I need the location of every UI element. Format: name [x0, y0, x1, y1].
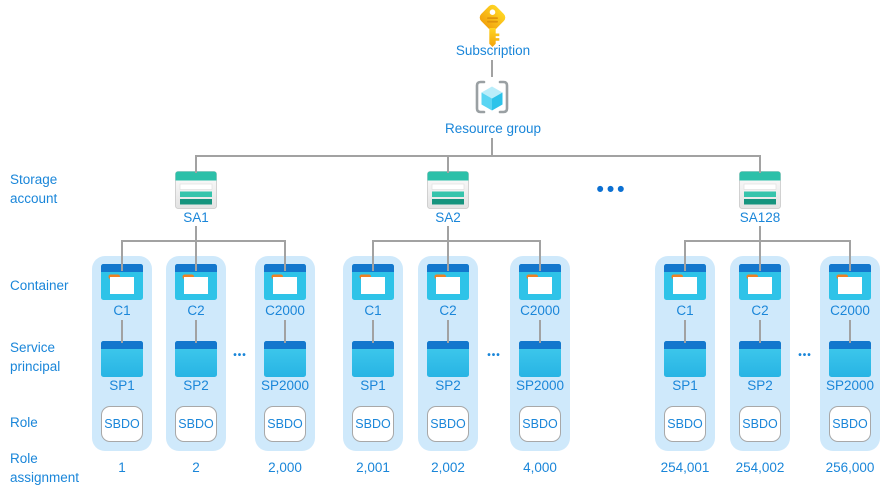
connector-line	[372, 320, 374, 343]
row-label-container: Container	[10, 278, 69, 293]
role-assignment-count: 2,001	[356, 460, 390, 475]
more-containers-ellipsis: •••	[233, 350, 247, 361]
subscription-key-icon	[475, 4, 511, 48]
resource-group-label: Resource group	[444, 121, 542, 136]
service-principal-label: SP2000	[515, 378, 565, 393]
connector-line	[759, 226, 761, 242]
connector-line	[447, 240, 449, 271]
container-label: C2	[439, 303, 457, 318]
service-principal-label: SP2	[435, 378, 461, 393]
storage-account-label: SA128	[739, 210, 781, 225]
role-badge: SBDO	[664, 406, 706, 442]
more-containers-ellipsis: •••	[798, 350, 812, 361]
connector-line	[447, 320, 449, 343]
row-label-service-principal: Service principal	[10, 340, 61, 374]
service-principal-label: SP2000	[825, 378, 875, 393]
role-assignment-count: 2	[192, 460, 200, 475]
service-principal-icon	[264, 341, 306, 377]
connector-line	[372, 240, 374, 271]
connector-line	[539, 240, 541, 271]
service-principal-icon	[427, 341, 469, 377]
role-assignment-count: 4,000	[523, 460, 557, 475]
connector-line	[849, 320, 851, 343]
connector-line	[195, 226, 197, 242]
service-principal-icon	[739, 341, 781, 377]
role-assignment-count: 2,000	[268, 460, 302, 475]
container-label: C1	[364, 303, 382, 318]
connector-line	[685, 240, 850, 242]
container-label: C2000	[265, 303, 305, 318]
connector-line	[849, 240, 851, 271]
role-badge: SBDO	[352, 406, 394, 442]
connector-line	[684, 320, 686, 343]
connector-line	[121, 240, 123, 271]
row-label-role: Role	[10, 415, 38, 430]
service-principal-label: SP2	[747, 378, 773, 393]
role-badge: SBDO	[519, 406, 561, 442]
subscription-label: Subscription	[455, 43, 531, 58]
service-principal-icon	[175, 341, 217, 377]
connector-line	[759, 155, 761, 173]
service-principal-label: SP2000	[260, 378, 310, 393]
role-assignment-count: 1	[118, 460, 126, 475]
connector-line	[539, 320, 541, 343]
service-principal-icon	[101, 341, 143, 377]
storage-account-icon	[427, 171, 469, 209]
row-label-storage-account: Storage account	[10, 172, 58, 206]
more-storage-accounts-ellipsis: •••	[596, 178, 628, 201]
storage-account-label: SA1	[183, 210, 209, 225]
service-principal-label: SP2	[183, 378, 209, 393]
service-principal-label: SP1	[360, 378, 386, 393]
service-principal-label: SP1	[672, 378, 698, 393]
connector-line	[684, 240, 686, 271]
connector-line	[122, 240, 285, 242]
container-label: C2000	[830, 303, 870, 318]
storage-account-label: SA2	[435, 210, 461, 225]
connector-line	[284, 320, 286, 343]
role-badge: SBDO	[175, 406, 217, 442]
connector-line	[284, 240, 286, 271]
service-principal-icon	[519, 341, 561, 377]
storage-account-icon	[175, 171, 217, 209]
container-label: C1	[676, 303, 694, 318]
connector-line	[195, 155, 197, 173]
container-label: C2	[187, 303, 205, 318]
service-principal-icon	[664, 341, 706, 377]
role-badge: SBDO	[829, 406, 871, 442]
connector-line	[759, 240, 761, 271]
role-badge: SBDO	[739, 406, 781, 442]
role-badge: SBDO	[427, 406, 469, 442]
resource-group-icon	[472, 77, 512, 117]
connector-line	[447, 226, 449, 242]
connector-line	[491, 138, 493, 156]
container-label: C1	[113, 303, 131, 318]
service-principal-icon	[829, 341, 871, 377]
connector-line	[373, 240, 540, 242]
role-badge: SBDO	[264, 406, 306, 442]
connector-line	[491, 60, 493, 77]
role-assignment-count: 254,002	[735, 460, 785, 475]
role-assignment-count: 254,001	[660, 460, 710, 475]
connector-line	[196, 155, 761, 157]
container-label: C2	[751, 303, 769, 318]
connector-line	[447, 155, 449, 173]
service-principal-icon	[352, 341, 394, 377]
service-principal-label: SP1	[109, 378, 135, 393]
more-containers-ellipsis: •••	[487, 350, 501, 361]
connector-line	[195, 240, 197, 271]
connector-line	[195, 320, 197, 343]
row-label-role-assignment: Role assignment	[10, 451, 80, 485]
connector-line	[759, 320, 761, 343]
container-label: C2000	[520, 303, 560, 318]
role-badge: SBDO	[101, 406, 143, 442]
storage-account-icon	[739, 171, 781, 209]
role-assignment-count: 2,002	[431, 460, 465, 475]
role-assignment-count: 256,000	[825, 460, 875, 475]
connector-line	[121, 320, 123, 343]
